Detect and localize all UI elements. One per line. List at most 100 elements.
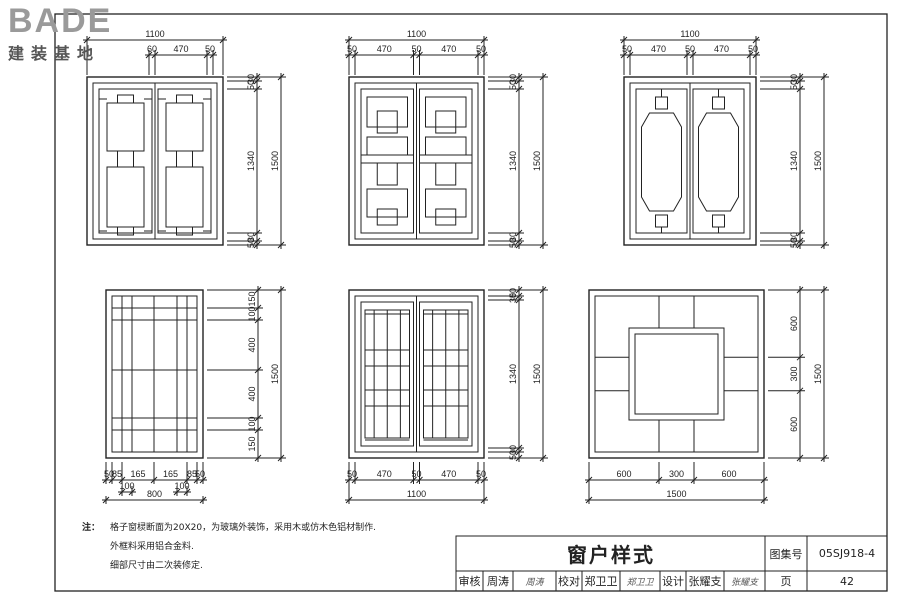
- window-3-knot: [712, 214, 725, 228]
- window-6-height-overall: [805, 286, 829, 462]
- notes-label: 注：: [82, 523, 101, 533]
- window-3-knot: [655, 96, 668, 110]
- window-4-width-sub-right: [173, 486, 191, 496]
- dimension-tick: [219, 36, 227, 44]
- dimension-tick: [515, 77, 523, 85]
- dimension-label: 1100: [145, 29, 164, 39]
- review-label: 审核: [458, 575, 481, 588]
- dimension-tick: [173, 488, 181, 496]
- dimension-label: 50: [622, 44, 632, 54]
- dimension-tick: [254, 426, 262, 434]
- dimension-tick: [539, 454, 547, 462]
- dimension-tick: [277, 286, 285, 294]
- reviewer-name: 周涛: [487, 575, 509, 588]
- dimension-label: 150: [247, 436, 257, 451]
- dimension-tick: [416, 51, 423, 59]
- dimension-label: 85: [112, 469, 122, 479]
- dimension-label: 150: [247, 291, 257, 306]
- window-2-height-chain: [488, 73, 524, 249]
- window-2-width-chain: [345, 50, 488, 75]
- window-5-height-overall: [524, 286, 548, 462]
- window-2-fret-mid: [366, 136, 408, 156]
- dimension-tick: [193, 476, 201, 484]
- dimension-label: 1340: [508, 151, 518, 171]
- reviewer-signature: 周涛: [525, 577, 544, 588]
- dimension-label: 470: [173, 44, 188, 54]
- dimension-tick: [150, 476, 158, 484]
- dimension-label: 100: [119, 481, 134, 491]
- window-3-knot: [712, 96, 725, 110]
- dimension-tick: [796, 229, 804, 237]
- window-2-fret-bottom: [425, 188, 467, 218]
- window-1-panel-bottom: [165, 166, 204, 228]
- dimension-label: 1500: [813, 151, 823, 171]
- dimension-label: 470: [441, 44, 456, 54]
- window-1-knot: [117, 150, 134, 168]
- window-1-width-overall: [83, 36, 227, 75]
- dimension-tick: [345, 51, 353, 59]
- window-5-grille-frame: [423, 309, 469, 439]
- dimension-tick: [620, 51, 628, 59]
- dimension-label: 50: [195, 469, 205, 479]
- dimension-label: 165: [130, 469, 145, 479]
- dimension-tick: [515, 444, 523, 452]
- dimension-label: 1500: [813, 364, 823, 384]
- dimension-label: 1340: [508, 364, 518, 384]
- dimension-tick: [254, 304, 262, 312]
- dimension-tick: [253, 77, 261, 85]
- dimension-label: 50: [411, 469, 421, 479]
- dimension-tick: [253, 241, 261, 249]
- window-2-sash: [419, 88, 473, 234]
- dimension-tick: [746, 51, 754, 59]
- window-2-outer-frame: [348, 76, 485, 246]
- design-label: 设计: [662, 575, 684, 588]
- dimension-label: 100: [174, 481, 189, 491]
- dimension-tick: [102, 476, 110, 484]
- brand-logo: BADE: [8, 2, 113, 40]
- dimension-label: 50: [347, 469, 357, 479]
- dimension-tick: [515, 73, 523, 81]
- dimension-label: 100: [247, 416, 257, 431]
- dimension-label: 50: [246, 238, 256, 248]
- dimension-label: 1340: [246, 151, 256, 171]
- dimension-tick: [585, 476, 593, 484]
- dimension-tick: [253, 85, 261, 93]
- dimension-label: 50: [508, 238, 518, 248]
- dimension-label: 50: [411, 44, 421, 54]
- dimension-label: 30: [246, 232, 256, 242]
- window-2-fret-top: [366, 96, 408, 128]
- window-1-sash-1: [98, 88, 153, 234]
- dimension-label: 1100: [407, 489, 426, 499]
- dimension-tick: [796, 237, 804, 245]
- window-2-fret-knot: [435, 110, 457, 134]
- window-3-outer-frame: [623, 76, 757, 246]
- dimension-tick: [515, 296, 523, 304]
- dimension-label: 60: [147, 44, 157, 54]
- dimension-label: 30: [508, 232, 518, 242]
- window-2-fret-top: [425, 96, 467, 128]
- page-label: 页: [780, 575, 792, 588]
- window-2-fret-knot: [376, 208, 398, 226]
- window-2-fret-knot: [376, 110, 398, 134]
- dimension-label: 100: [247, 306, 257, 321]
- dimension-tick: [254, 316, 262, 324]
- dimension-tick: [689, 51, 697, 59]
- window-1-knot: [117, 94, 134, 104]
- dimension-tick: [254, 366, 262, 374]
- dimension-tick: [254, 286, 262, 294]
- dimension-label: 1500: [532, 364, 542, 384]
- designer-signature: 张耀支: [730, 577, 758, 588]
- dimension-label: 50: [205, 44, 215, 54]
- window-1-knot: [176, 226, 193, 236]
- dimension-label: 50: [508, 80, 518, 90]
- window-3-height-chain: [760, 73, 805, 249]
- dimension-tick: [515, 292, 523, 300]
- dimension-label: 85: [187, 469, 197, 479]
- dimension-label: 30: [508, 74, 518, 84]
- window-6-center-panel-inner: [634, 333, 719, 415]
- dimension-tick: [345, 36, 353, 44]
- window-3-height-overall: [805, 73, 829, 249]
- dimension-tick: [796, 73, 804, 81]
